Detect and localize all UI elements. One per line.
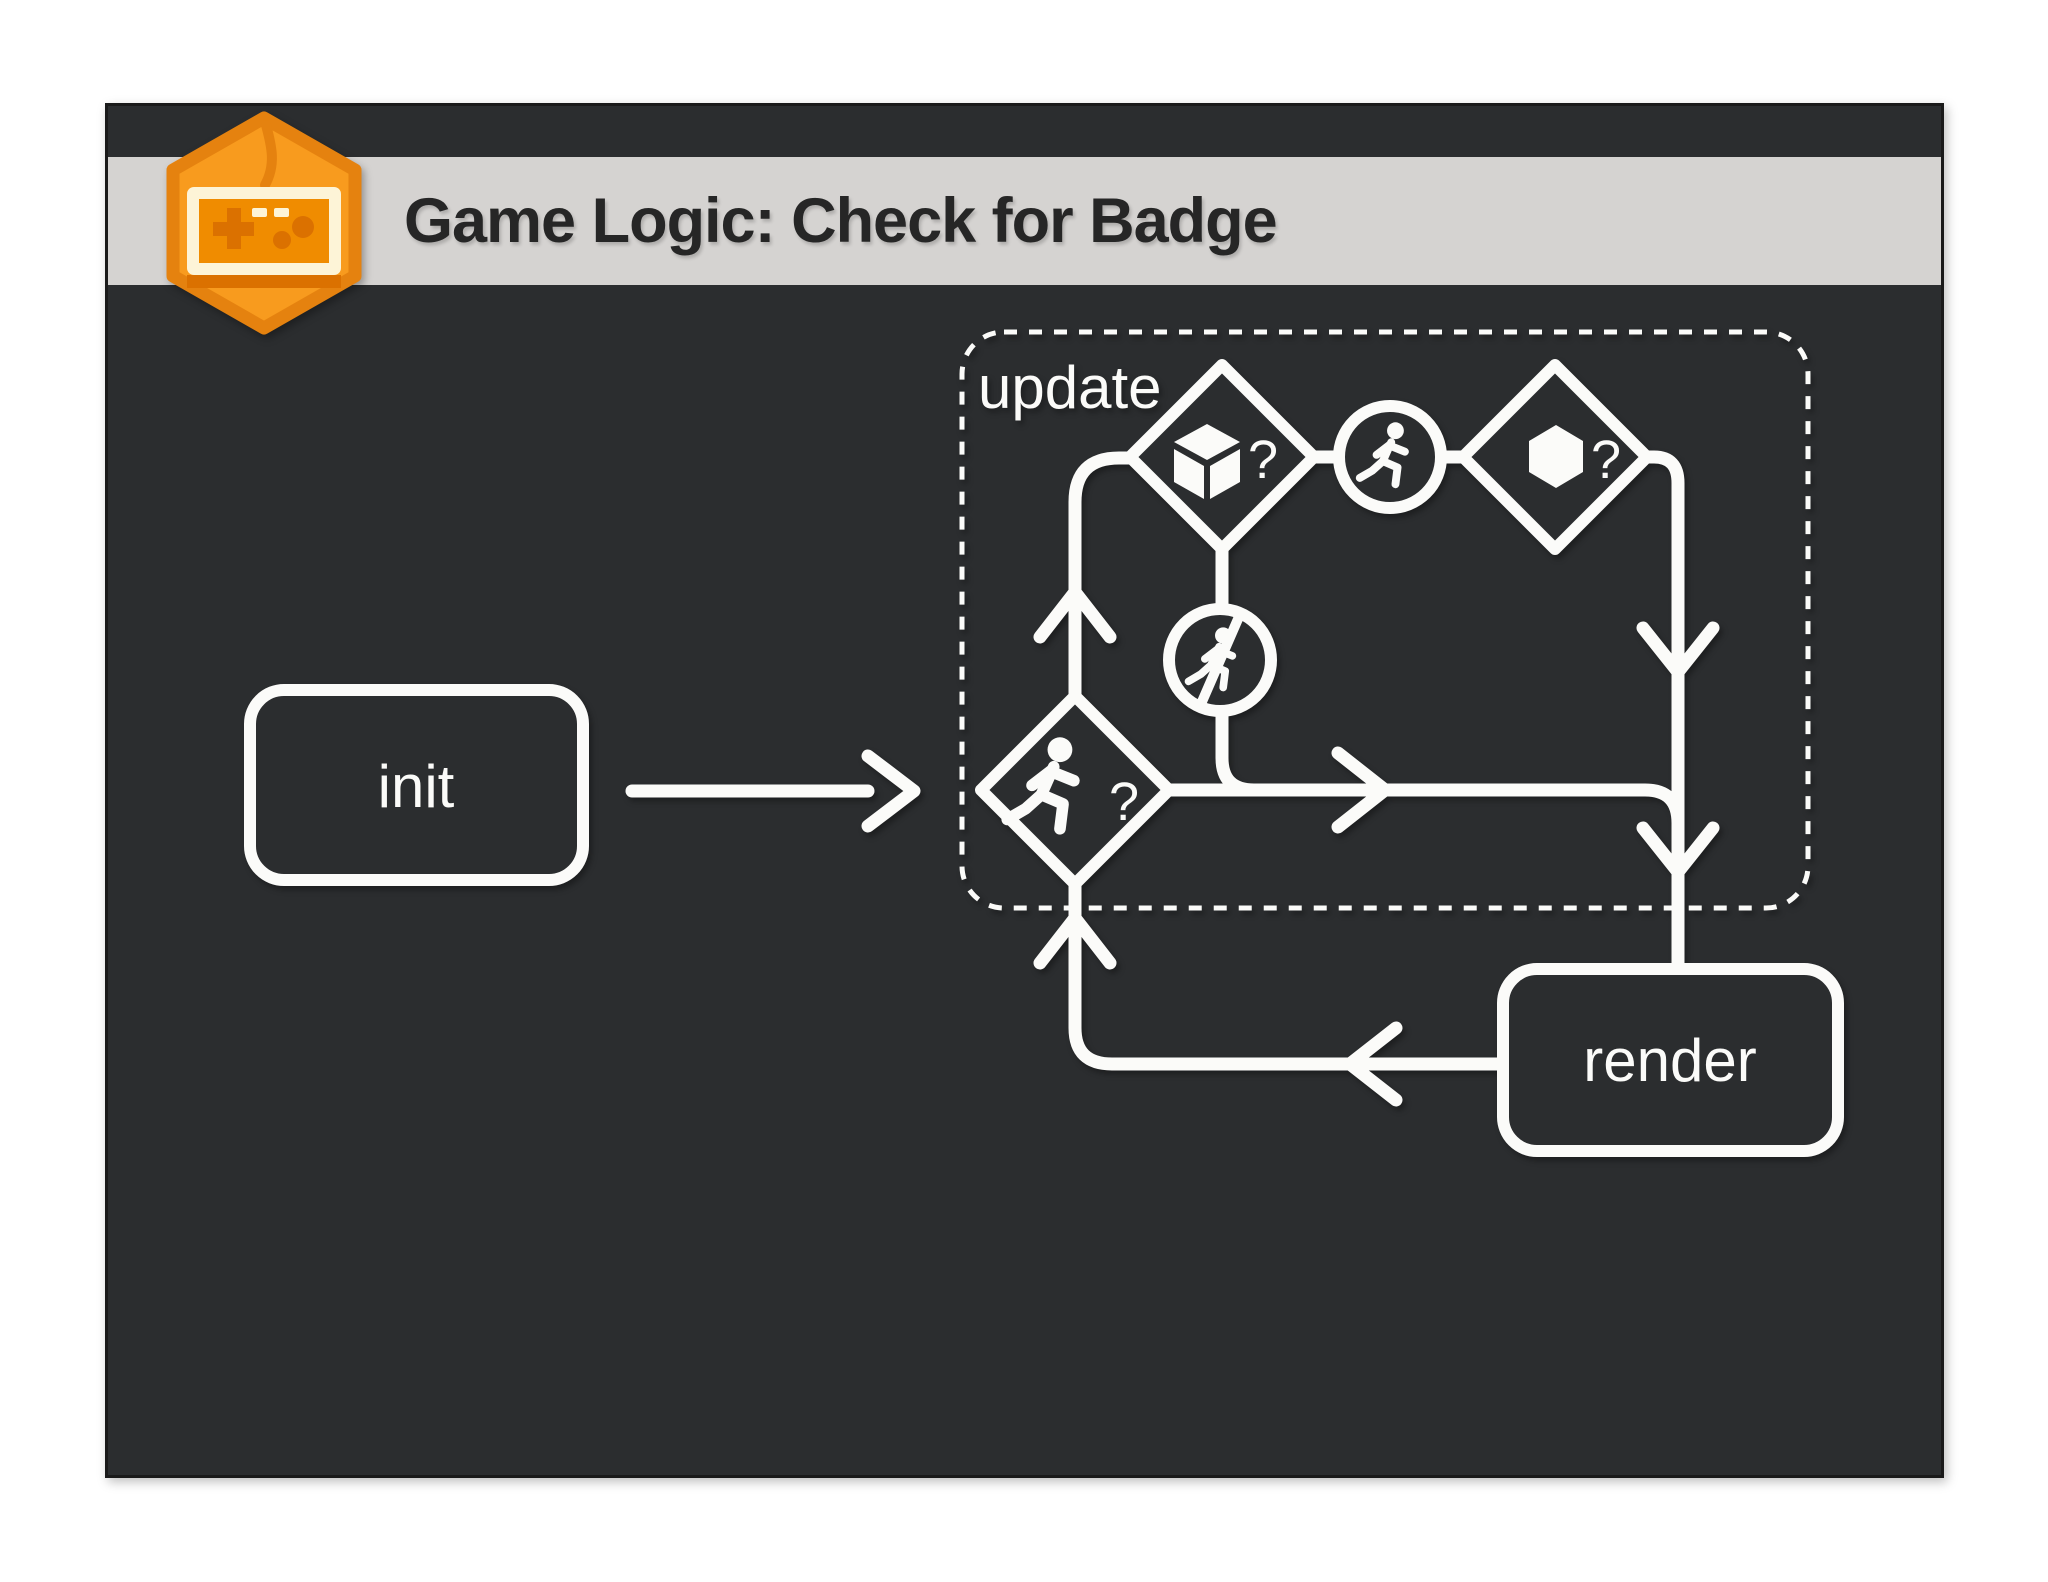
controller-icon xyxy=(187,187,341,288)
hexagon-badge-icon xyxy=(1529,425,1583,488)
init-node: init xyxy=(244,684,589,886)
edge-running-to-right xyxy=(1162,783,1685,830)
keep-running-circle xyxy=(1333,400,1447,514)
game-controller-badge-icon xyxy=(166,111,362,335)
arrowhead-up xyxy=(1033,585,1117,644)
arrowhead-right xyxy=(1331,746,1392,834)
update-label: update xyxy=(978,354,1162,421)
arrowhead-right xyxy=(861,749,921,833)
render-node: render xyxy=(1497,963,1844,1157)
render-label: render xyxy=(1583,1027,1756,1094)
controller-button xyxy=(292,216,314,238)
arrowhead-up xyxy=(1033,911,1117,970)
question-mark: ? xyxy=(1591,430,1621,490)
question-mark: ? xyxy=(1248,430,1278,490)
slide-title: Game Logic: Check for Badge xyxy=(404,186,1278,256)
init-label: init xyxy=(378,753,455,820)
running-check-diamond: ? xyxy=(975,690,1175,890)
cube-icon xyxy=(1174,424,1240,499)
badge-check-diamond: ? xyxy=(1457,359,1653,555)
edge-badge-to-render xyxy=(1640,450,1685,976)
box-collision-check-diamond: ? xyxy=(1124,359,1320,555)
arrowhead-down xyxy=(1636,821,1720,879)
edge-render-to-running xyxy=(1068,877,1510,1071)
question-mark: ? xyxy=(1109,772,1139,832)
controller-button xyxy=(273,231,291,249)
flow-edges xyxy=(625,450,1720,1107)
edge-running-to-box xyxy=(1068,451,1139,703)
update-dashed-group xyxy=(959,329,1811,911)
arrowhead-left xyxy=(1343,1021,1403,1107)
controller-cord xyxy=(260,120,277,190)
no-running-icon xyxy=(1189,614,1243,709)
header-bar: Game Logic: Check for Badge xyxy=(108,157,1941,285)
arrowhead-down xyxy=(1636,621,1720,679)
stop-running-circle xyxy=(1163,603,1277,717)
